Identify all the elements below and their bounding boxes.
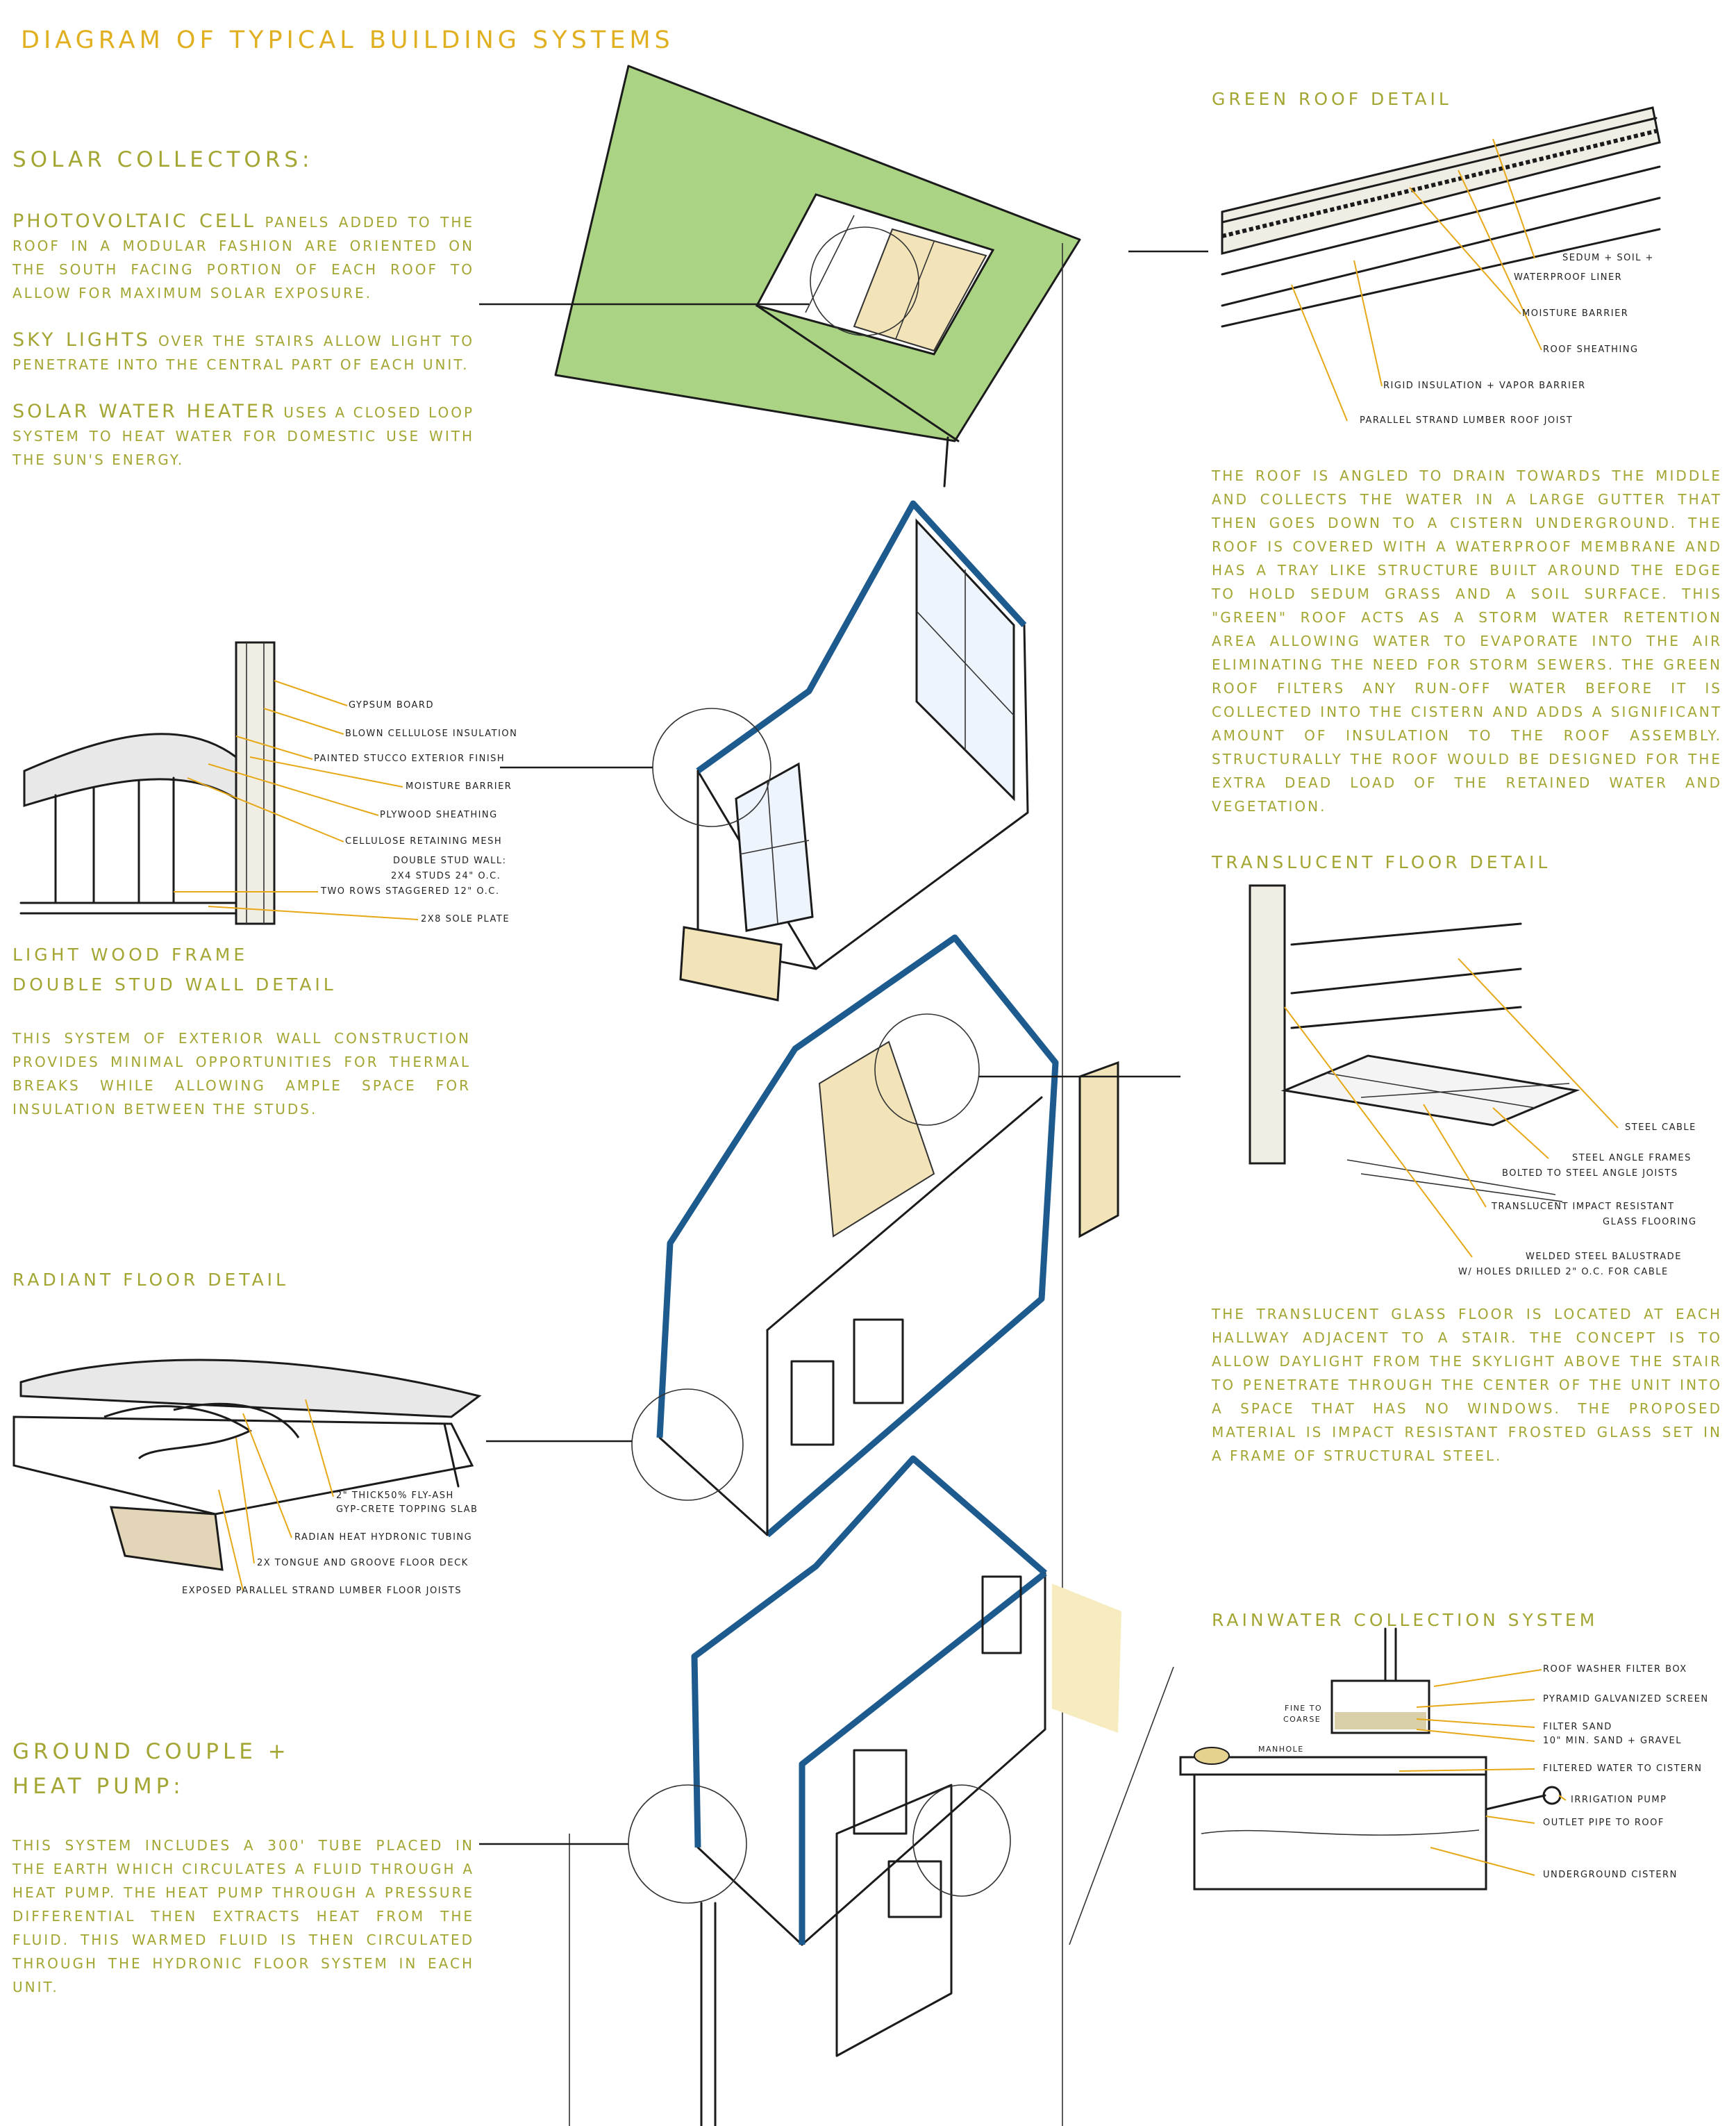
green-roof-label: RIGID INSULATION + VAPOR BARRIER (1383, 381, 1586, 391)
radiant-label: EXPOSED PARALLEL STRAND LUMBER FLOOR JOI… (182, 1586, 462, 1596)
sky-lead: SKY LIGHTS (12, 329, 151, 351)
fine-label: FINE TO (1285, 1704, 1323, 1713)
radiant-label: GYP-CRETE TOPPING SLAB (336, 1504, 478, 1515)
water-lead: SOLAR WATER HEATER (12, 401, 277, 422)
green-roof-label: ROOF SHEATHING (1543, 344, 1639, 355)
pv-text: panels added to the roof in a modular fa… (12, 214, 474, 301)
wall-label: BLOWN CELLULOSE INSULATION (345, 729, 518, 739)
translucent-label: BOLTED TO STEEL ANGLE JOISTS (1502, 1168, 1678, 1179)
green-roof-sketch (554, 65, 1081, 488)
green-roof-label: SEDUM + SOIL + (1562, 253, 1654, 263)
wall-detail-sketch (19, 641, 276, 925)
rainwater-label: UNDERGROUND CISTERN (1543, 1870, 1678, 1880)
radiant-label: 2x TONGUE AND GROOVE FLOOR DECK (257, 1558, 469, 1568)
translucent-label: GLASS FLOORING (1603, 1217, 1697, 1227)
rainwater-label: ROOF WASHER FILTER BOX (1543, 1664, 1687, 1675)
translucent-label: WELDED STEEL BALUSTRADE (1526, 1252, 1682, 1262)
translucent-label: TRANSLUCENT IMPACT RESISTANT (1492, 1202, 1675, 1212)
wall-label: DOUBLE STUD WALL: (393, 856, 507, 866)
green-roof-detail-sketch (1221, 106, 1661, 328)
lower-unit-sketch (569, 1455, 1174, 2126)
wall-heading-2: DOUBLE STUD WALL DETAIL (12, 974, 337, 995)
wall-label: 2x4 STUDS 24" O.C. (391, 871, 501, 881)
pv-lead: PHOTOVOLTAIC CELL (12, 210, 257, 232)
rainwater-sketch (1179, 1627, 1562, 1891)
wall-text: This system of exterior wall constructio… (12, 1030, 471, 1118)
radiant-label: RADIAN HEAT HYDRONIC TUBING (294, 1532, 473, 1543)
wall-label: PLYWOOD SHEATHING (380, 810, 498, 820)
wall-label: TWO ROWS STAGGERED 12" O.C. (321, 886, 500, 897)
wall-label: GYPSUM BOARD (349, 700, 434, 711)
translucent-floor-sketch (1249, 884, 1580, 1202)
upper-unit-sketch (652, 500, 1029, 1002)
wall-label: MOISTURE BARRIER (406, 781, 512, 792)
radiant-label: 2" THICK50% FLY-ASH (336, 1490, 454, 1501)
wall-label: PAINTED STUCCO EXTERIOR FINISH (314, 754, 506, 764)
translucent-label: STEEL CABLE (1625, 1122, 1696, 1133)
page-title: DIAGRAM OF TYPICAL BUILDING SYSTEMS (21, 26, 674, 54)
water-text: uses a closed loop system to heat water … (12, 404, 475, 468)
coarse-label: COARSE (1283, 1715, 1321, 1724)
sky-text: over the stairs allow light to penetrate… (12, 333, 474, 373)
ground-text: This system includes a 300' tube placed … (12, 1837, 474, 1995)
manhole-label: MANHOLE (1258, 1745, 1304, 1754)
green-roof-heading: GREEN ROOF DETAIL (1212, 89, 1452, 109)
green-roof-label: MOISTURE BARRIER (1522, 308, 1629, 319)
rainwater-label: OUTLET PIPE TO ROOF (1543, 1818, 1664, 1828)
radiant-heading: RADIANT FLOOR DETAIL (12, 1270, 289, 1290)
green-roof-label: WATERPROOF LINER (1514, 272, 1623, 283)
solar-collectors-heading: SOLAR COLLECTORS: (12, 147, 314, 172)
translucent-text: The translucent glass floor is located a… (1212, 1306, 1722, 1464)
wall-heading-1: LIGHT WOOD FRAME (12, 945, 249, 965)
rainwater-label: FILTER SAND (1543, 1722, 1612, 1732)
radiant-floor-sketch (12, 1359, 482, 1571)
wall-label: 2x8 SOLE PLATE (421, 914, 510, 924)
rainwater-heading: RAINWATER COLLECTION SYSTEM (1212, 1610, 1599, 1630)
leader-lines (174, 138, 1619, 1876)
middle-unit-sketch (631, 934, 1119, 1538)
rainwater-label: IRRIGATION PUMP (1571, 1795, 1667, 1805)
callout-lines (479, 250, 1208, 1845)
ground-heading: GROUND COUPLE + HEAT PUMP: (12, 1739, 290, 1799)
green-roof-label: PARALLEL STRAND LUMBER ROOF JOIST (1360, 415, 1574, 426)
rainwater-label: PYRAMID GALVANIZED SCREEN (1543, 1694, 1709, 1704)
rainwater-label: 10" MIN. SAND + GRAVEL (1543, 1736, 1682, 1746)
rainwater-label: FILTERED WATER TO CISTERN (1543, 1763, 1703, 1774)
solar-collectors-text: PHOTOVOLTAIC CELL panels added to the ro… (12, 210, 474, 495)
wall-label: CELLULOSE RETAINING MESH (345, 836, 503, 847)
translucent-label: W/ HOLES DRILLED 2" O.C. FOR CABLE (1458, 1267, 1669, 1277)
translucent-heading: TRANSLUCENT FLOOR DETAIL (1212, 852, 1551, 872)
green-roof-text: The roof is angled to drain towards the … (1212, 467, 1722, 815)
translucent-label: STEEL ANGLE FRAMES (1572, 1153, 1692, 1163)
